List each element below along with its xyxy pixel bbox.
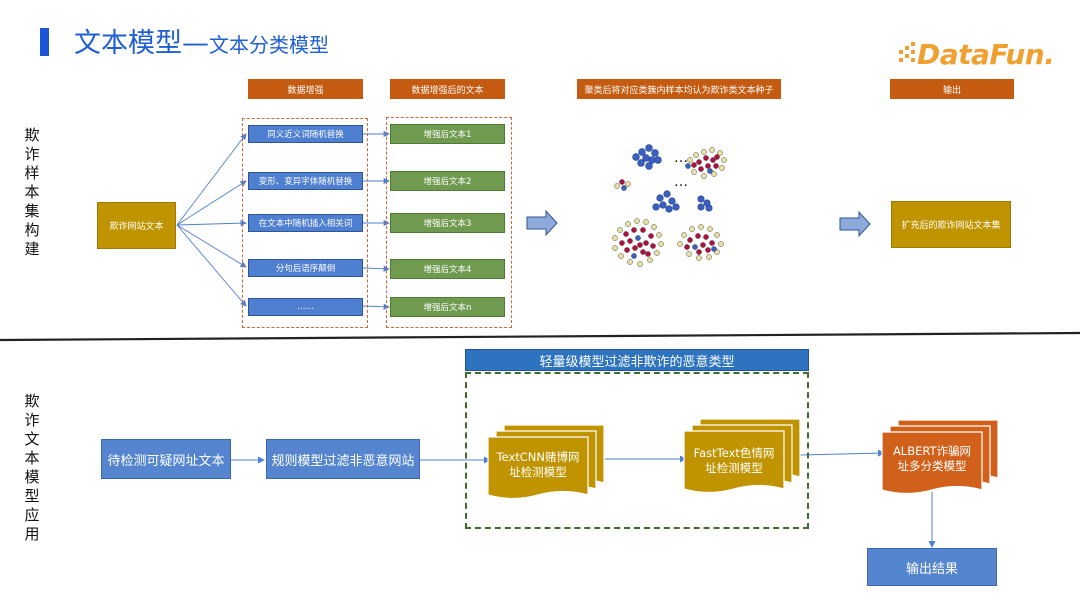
fasttext-model-label: FastText色情网 址检测模型 bbox=[684, 446, 784, 476]
datafun-logo: DataFun. bbox=[895, 36, 1055, 76]
page-title: 文本模型—文本分类模型 bbox=[74, 26, 329, 65]
textcnn-line-1: TextCNN赌博网 bbox=[496, 450, 580, 464]
side-char: 型 bbox=[24, 487, 40, 505]
suspicious-url-text: 待检测可疑网址文本 bbox=[101, 439, 231, 479]
method-insert-related-words: 在文本中随机插入相关词 bbox=[248, 214, 363, 232]
logo-text: DataFun. bbox=[917, 38, 1055, 71]
side-char: 用 bbox=[24, 525, 40, 543]
side-char: 诈 bbox=[24, 145, 40, 163]
fasttext-line-1: FastText色情网 bbox=[693, 446, 775, 460]
block-arrow-1 bbox=[526, 209, 558, 237]
method-synonym-replace: 同义近义词随机替换 bbox=[248, 125, 363, 143]
header-output: 输出 bbox=[890, 79, 1014, 99]
section2-side-label: 欺 诈 文 本 模 型 应 用 bbox=[22, 392, 42, 544]
augmented-texts-group bbox=[386, 117, 512, 328]
method-ellipsis: …… bbox=[248, 298, 363, 316]
albert-doc-stack bbox=[881, 419, 999, 495]
side-char: 样 bbox=[24, 164, 40, 182]
augment-methods-group bbox=[242, 118, 368, 328]
side-char: 欺 bbox=[24, 392, 40, 410]
block-arrow-2 bbox=[839, 210, 871, 238]
cluster-graphic bbox=[612, 144, 727, 267]
page-title-main: 文本模型— bbox=[74, 28, 209, 59]
albert-model-label: ALBERT诈骗网 址多分类模型 bbox=[882, 444, 982, 474]
textcnn-doc-stack bbox=[487, 424, 605, 500]
side-char: 应 bbox=[24, 506, 40, 524]
section1-side-label: 欺 诈 样 本 集 构 建 bbox=[22, 126, 42, 259]
output-result: 输出结果 bbox=[867, 548, 997, 586]
side-char: 诈 bbox=[24, 411, 40, 429]
header-augmented-text: 数据增强后的文本 bbox=[390, 79, 505, 99]
side-char: 本 bbox=[24, 183, 40, 201]
method-font-variant-replace: 变形、变异字体随机替换 bbox=[248, 172, 363, 190]
header-cluster: 聚类后将对应类簇内样本均认为欺诈类文本种子 bbox=[577, 79, 781, 99]
textcnn-line-2: 址检测模型 bbox=[509, 465, 567, 479]
textcnn-model-label: TextCNN赌博网 址检测模型 bbox=[488, 450, 588, 480]
side-char: 模 bbox=[24, 468, 40, 486]
side-char: 集 bbox=[24, 202, 40, 220]
augmented-text-1: 增强后文本1 bbox=[390, 124, 505, 144]
lightweight-filter-group bbox=[465, 372, 809, 529]
method-sentence-reorder: 分句后语序颠倒 bbox=[248, 259, 363, 277]
logo-dots-icon bbox=[899, 42, 915, 62]
side-char: 构 bbox=[24, 221, 40, 239]
page-title-sub: 文本分类模型 bbox=[209, 33, 329, 57]
side-char: 建 bbox=[24, 240, 40, 258]
augmented-text-4: 增强后文本4 bbox=[390, 259, 505, 279]
augmented-text-3: 增强后文本3 bbox=[390, 213, 505, 233]
source-fraud-site-text: 欺诈网站文本 bbox=[97, 202, 176, 249]
lightweight-filter-title: 轻量级模型过滤非欺诈的恶意类型 bbox=[465, 349, 809, 371]
side-char: 本 bbox=[24, 449, 40, 467]
cluster-ellipsis-2: … bbox=[674, 174, 688, 190]
output-expanded-fraud-set: 扩充后的欺诈网站文本集 bbox=[891, 201, 1011, 248]
cluster-ellipsis-1: … bbox=[674, 150, 688, 166]
fasttext-line-2: 址检测模型 bbox=[705, 461, 763, 475]
side-char: 欺 bbox=[24, 126, 40, 144]
rule-model-filter: 规则模型过滤非恶意网站 bbox=[266, 439, 420, 479]
side-char: 文 bbox=[24, 430, 40, 448]
fasttext-doc-stack bbox=[683, 418, 801, 494]
albert-line-1: ALBERT诈骗网 bbox=[892, 444, 972, 458]
header-augment: 数据增强 bbox=[248, 79, 363, 99]
augmented-text-2: 增强后文本2 bbox=[390, 171, 505, 191]
albert-line-2: 址多分类模型 bbox=[897, 459, 967, 473]
augmented-text-n: 增强后文本n bbox=[390, 297, 505, 317]
title-accent-bar bbox=[40, 28, 49, 56]
